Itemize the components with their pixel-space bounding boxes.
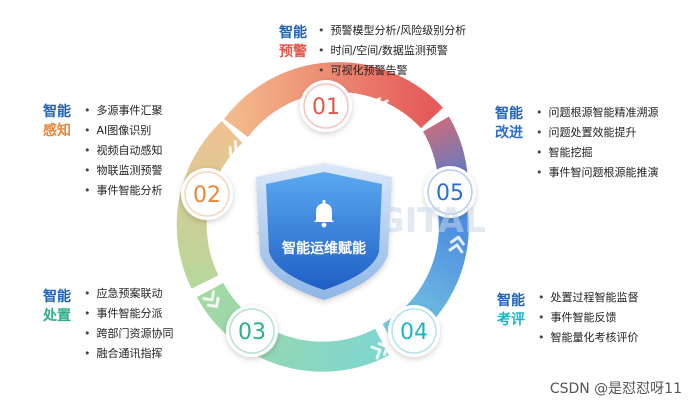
chevron-left-icon: [370, 97, 389, 114]
list-item: 可视化预警告警: [318, 61, 466, 81]
node-ring: [427, 169, 473, 215]
heading-line-2: 考评: [497, 312, 525, 328]
chevron-down-icon: [202, 290, 220, 309]
stage-heading: 智能 预警: [270, 24, 316, 62]
heading-line-2: 预警: [279, 44, 307, 60]
stage-items: 多源事件汇聚 AI图像识别 视频自动感知 物联监测预警 事件智能分析: [84, 101, 163, 201]
heading-line-2: 感知: [43, 123, 71, 139]
node-number: 05: [436, 181, 464, 206]
chevron-up-icon: [448, 235, 465, 254]
chevron-right-icon: [370, 342, 389, 360]
list-item: 应急预案联动: [84, 284, 174, 304]
stage-items: 预警模型分析/风险级别分析 时间/空间/数据监测预警 可视化预警告警: [318, 21, 467, 81]
heading-line-1: 智能: [495, 106, 523, 122]
node-number: 02: [193, 183, 221, 208]
node-circle: [300, 80, 352, 132]
node-ring: [184, 171, 230, 217]
node-ring: [303, 83, 349, 129]
heading-line-1: 智能: [43, 104, 71, 120]
stage-nodes: 01 02 03 04 05: [181, 80, 476, 357]
list-item: 事件智能分派: [84, 304, 174, 324]
stage-heading: 智能 考评: [488, 292, 534, 330]
stage-node-04: 04: [388, 305, 440, 357]
node-circle: [181, 168, 233, 220]
stage-items: 问题根源智能精准溯源 问题处置效能提升 智能挖掘 事件智问题根源能推演: [536, 103, 659, 183]
node-ring: [391, 308, 437, 354]
bell-icon: [314, 200, 334, 228]
node-circle: [424, 166, 476, 218]
stage-items: 应急预案联动 事件智能分派 跨部门资源协同 融合通讯指挥: [84, 284, 174, 364]
heading-line-1: 智能: [497, 293, 525, 309]
heading-line-2: 改进: [495, 125, 523, 141]
list-item: 跨部门资源协同: [84, 324, 174, 344]
list-item: 时间/空间/数据监测预警: [318, 41, 466, 61]
center-shield: [256, 163, 392, 300]
heading-line-2: 处置: [43, 308, 71, 324]
list-item: 处置过程智能监督: [538, 288, 639, 308]
list-item: 预警模型分析/风险级别分析: [318, 21, 467, 41]
flow-arrows: [202, 97, 465, 360]
stage-node-02: 02: [181, 168, 233, 220]
stage-items: 处置过程智能监督 事件智能反馈 智能量化考核评价: [538, 288, 639, 348]
chevron-down-icon: [228, 140, 246, 158]
heading-line-1: 智能: [43, 289, 71, 305]
stage-node-05: 05: [424, 166, 476, 218]
node-number: 04: [400, 320, 428, 345]
shield-body: [266, 172, 382, 290]
credit-watermark: CSDN @是怼怼呀11: [549, 381, 682, 397]
list-item: 多源事件汇聚: [84, 101, 163, 121]
node-circle: [226, 305, 278, 357]
node-number: 01: [312, 95, 340, 120]
list-item: AI图像识别: [84, 121, 163, 141]
list-item: 事件智能反馈: [538, 308, 639, 328]
list-item: 事件智问题根源能推演: [536, 163, 659, 183]
list-item: 问题根源智能精准溯源: [536, 103, 659, 123]
heading-line-1: 智能: [279, 25, 307, 41]
list-item: 视频自动感知: [84, 141, 163, 161]
list-item: 问题处置效能提升: [536, 123, 659, 143]
stage-node-01: 01: [300, 80, 352, 132]
node-circle: [388, 305, 440, 357]
stage-heading: 智能 感知: [34, 103, 80, 141]
stage-heading: 智能 改进: [486, 105, 532, 143]
node-ring: [229, 308, 275, 354]
node-number: 03: [238, 320, 266, 345]
list-item: 智能量化考核评价: [538, 328, 639, 348]
list-item: 事件智能分析: [84, 181, 163, 201]
list-item: 智能挖掘: [536, 143, 659, 163]
list-item: 融合通讯指挥: [84, 344, 174, 364]
ring-segment-03: [196, 282, 389, 372]
stage-node-03: 03: [226, 305, 278, 357]
stage-heading: 智能 处置: [34, 288, 80, 326]
center-title: 智能运维赋能: [281, 240, 366, 257]
list-item: 物联监测预警: [84, 161, 163, 181]
